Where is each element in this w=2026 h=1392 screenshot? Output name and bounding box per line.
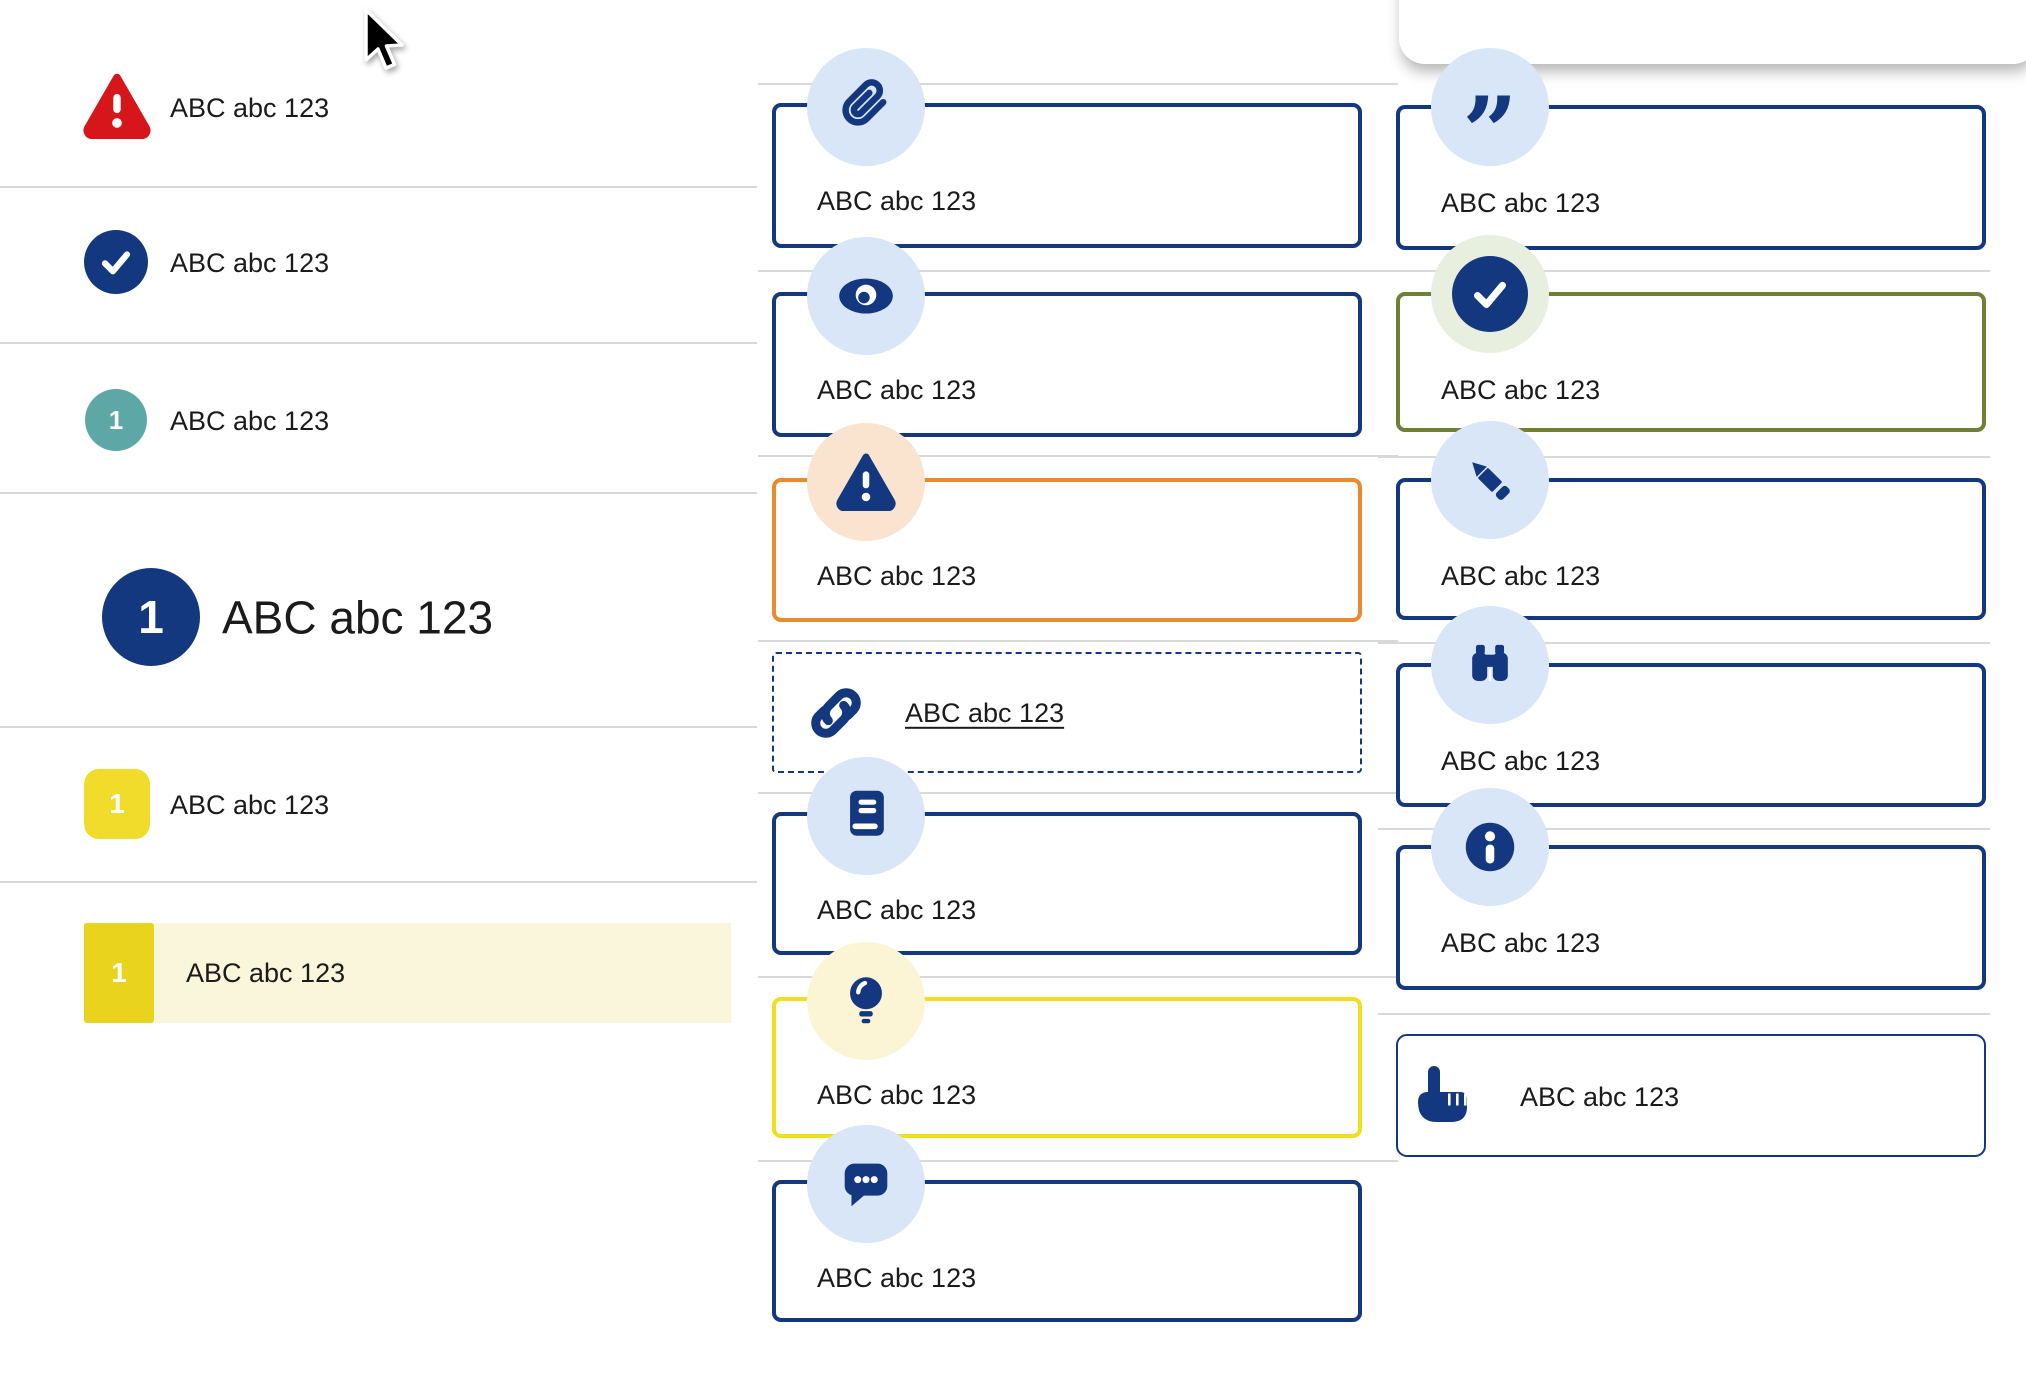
- card-label: ABC abc 123: [1441, 745, 1601, 776]
- card-label: ABC abc 123: [1441, 927, 1601, 958]
- pencil-icon: [1431, 421, 1549, 539]
- divider: [0, 186, 757, 188]
- card-label: ABC abc 123: [1441, 374, 1601, 405]
- check-circle-icon: [1431, 235, 1549, 353]
- card-label: ABC abc 123: [817, 374, 977, 405]
- callout-card-warning: [772, 478, 1362, 622]
- divider: [0, 492, 757, 494]
- divider: [1378, 828, 1990, 830]
- heading-label: ABC abc 123: [222, 591, 494, 644]
- divider: [1378, 642, 1990, 644]
- card-label: ABC abc 123: [1520, 1081, 1680, 1112]
- eye-icon: [807, 237, 925, 355]
- binoculars-icon: [1431, 606, 1549, 724]
- mouse-pointer: [362, 8, 408, 76]
- card-label: ABC abc 123: [817, 894, 977, 925]
- warning-triangle-icon: [807, 423, 925, 541]
- navy-number-badge: 1: [102, 568, 200, 666]
- hand-pointer-icon: [1412, 1064, 1484, 1130]
- divider: [1378, 1013, 1990, 1015]
- divider: [0, 342, 757, 344]
- yellow-number-badge: 1: [84, 769, 150, 839]
- card-label: ABC abc 123: [817, 185, 977, 216]
- divider: [1378, 456, 1990, 458]
- divider: [0, 726, 757, 728]
- chat-icon: [807, 1125, 925, 1243]
- divider: [758, 640, 1398, 642]
- divider: [758, 83, 1398, 85]
- check-circle-icon: [84, 230, 148, 294]
- divider: [758, 1160, 1398, 1162]
- teal-number-badge: 1: [85, 389, 147, 451]
- list-item-label: ABC abc 123: [170, 92, 330, 123]
- card-label: ABC abc 123: [817, 560, 977, 591]
- warning-triangle-icon: [82, 73, 152, 139]
- callout-card-action[interactable]: [1396, 1034, 1986, 1157]
- list-item-label: ABC abc 123: [170, 789, 330, 820]
- divider: [0, 881, 757, 883]
- divider: [1378, 270, 1990, 272]
- yellow-number-badge: 1: [84, 923, 154, 1023]
- card-label: ABC abc 123: [1441, 187, 1601, 218]
- book-icon: [807, 757, 925, 875]
- list-item-label: ABC abc 123: [170, 247, 330, 278]
- quote-icon: [1431, 48, 1549, 166]
- link-icon: [800, 677, 872, 749]
- divider: [758, 976, 1398, 978]
- card-link[interactable]: ABC abc 123: [905, 697, 1065, 728]
- paperclip-icon: [807, 48, 925, 166]
- info-icon: [1431, 788, 1549, 906]
- highlighted-list-row[interactable]: 1 ABC abc 123: [84, 923, 731, 1023]
- lightbulb-icon: [807, 942, 925, 1060]
- card-label: ABC abc 123: [817, 1079, 977, 1110]
- card-label: ABC abc 123: [817, 1262, 977, 1293]
- list-item-label: ABC abc 123: [170, 405, 330, 436]
- callout-card-link: [772, 652, 1362, 773]
- divider: [758, 270, 1398, 272]
- list-item-label: ABC abc 123: [186, 957, 346, 988]
- divider: [758, 792, 1398, 794]
- divider: [758, 455, 1398, 457]
- card-label: ABC abc 123: [1441, 560, 1601, 591]
